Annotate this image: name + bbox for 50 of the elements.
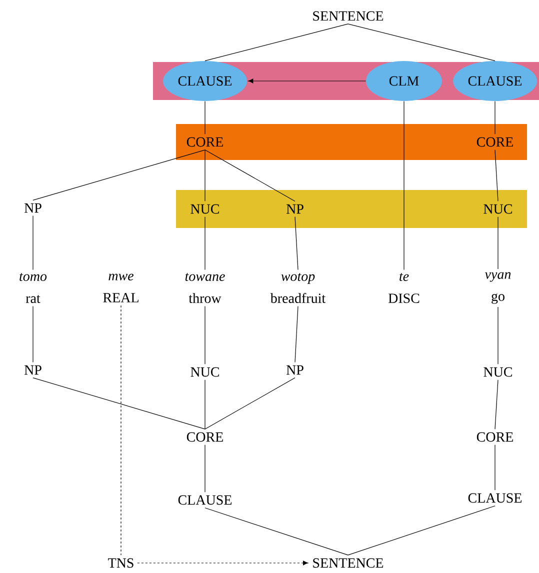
tree-line	[494, 150, 498, 202]
word-gloss: tomo rat	[20, 272, 47, 303]
core-band	[176, 124, 527, 160]
category-label: NP	[286, 365, 304, 375]
word-gloss: te DISC	[388, 272, 420, 303]
category-label: NUC	[190, 367, 219, 377]
tree-line	[494, 380, 498, 430]
category-label: CLAUSE	[178, 495, 232, 505]
category-label: NUC	[484, 367, 512, 377]
category-label: NP	[24, 203, 42, 213]
tree-line	[204, 100, 206, 134]
tree-line	[494, 100, 496, 134]
category-label: CORE	[186, 432, 223, 442]
category-label: NP	[24, 365, 42, 375]
tree-line	[120, 305, 122, 556]
tree-line	[294, 216, 298, 270]
tree-line	[348, 24, 496, 62]
category-label: CORE	[186, 137, 223, 147]
arrow	[248, 78, 366, 84]
tree-line	[348, 506, 496, 556]
category-label: CORE	[476, 432, 513, 442]
tree-line	[204, 306, 206, 364]
word-gloss: mwe REAL	[103, 274, 138, 302]
category-label: SENTENCE	[313, 11, 384, 21]
category-label: CLAUSE	[468, 493, 522, 503]
category-label: TNS	[108, 558, 134, 568]
category-label: CORE	[476, 137, 513, 147]
tree-line	[204, 150, 206, 202]
category-label: NP	[286, 204, 304, 214]
tree-line	[294, 306, 298, 362]
tree-line	[32, 306, 34, 362]
tree-line	[204, 377, 296, 430]
tree-line	[204, 150, 296, 202]
category-label: SENTENCE	[313, 558, 384, 568]
tree-line	[204, 508, 348, 556]
tree-line	[494, 444, 496, 490]
tree-line	[204, 444, 206, 492]
word-gloss: towane throw	[185, 272, 225, 303]
tree-line	[32, 377, 206, 430]
tree-line	[32, 215, 34, 270]
nucleus-band	[176, 190, 527, 228]
tree-line	[204, 380, 206, 430]
tree-line	[32, 150, 206, 201]
tree-line	[204, 216, 206, 270]
category-label: NUC	[484, 204, 512, 214]
category-label: NUC	[190, 204, 219, 214]
tree-line	[204, 24, 348, 62]
arrow	[137, 560, 308, 566]
word-gloss: vyan go	[484, 272, 511, 304]
word-gloss: wotop breadfruit	[270, 272, 326, 303]
